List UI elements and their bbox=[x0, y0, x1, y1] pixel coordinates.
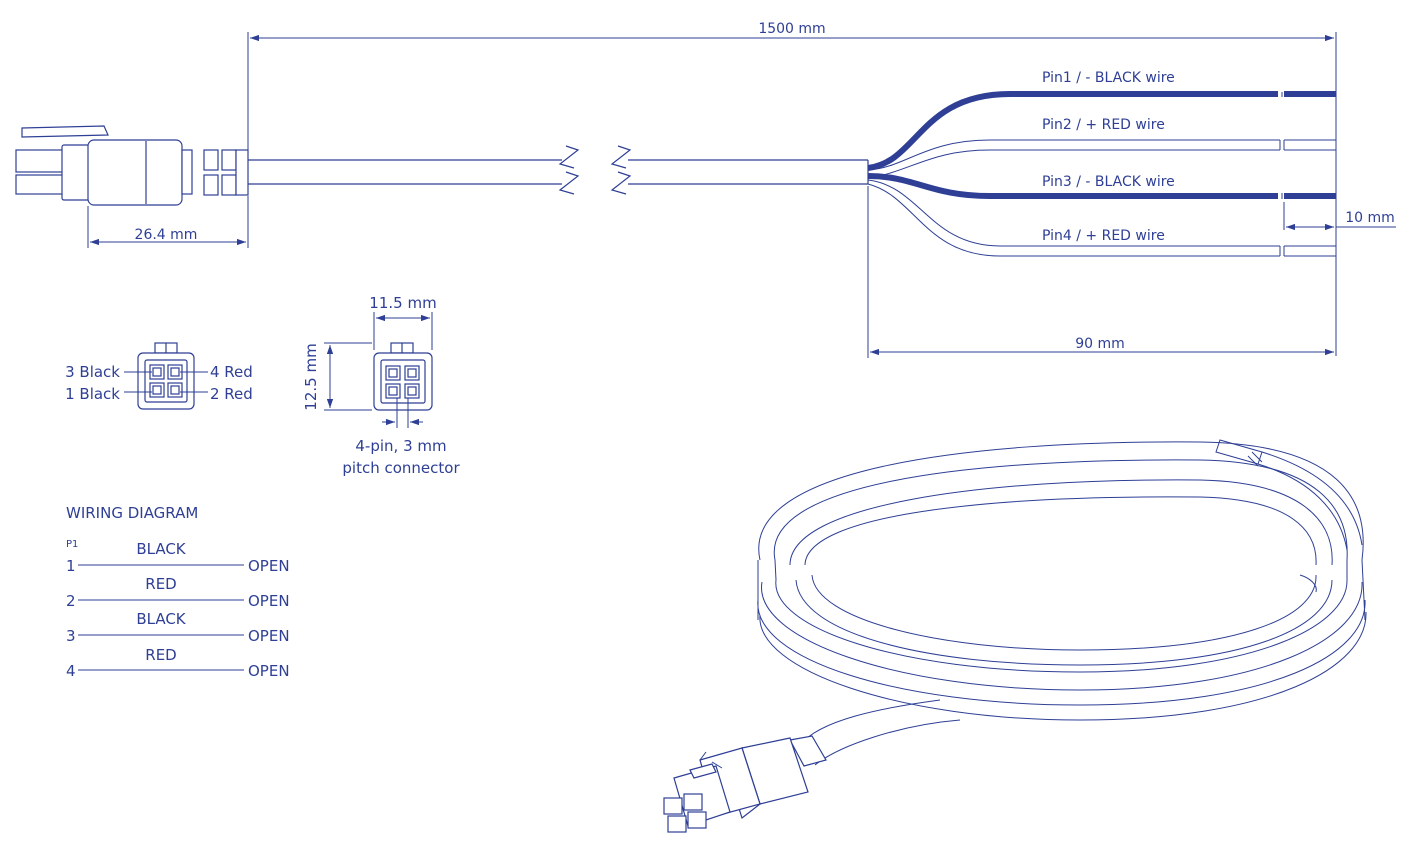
pinout-3: 3 Black bbox=[65, 363, 120, 381]
wiring-pin: 4 bbox=[66, 662, 76, 680]
dim-strip-length-label: 10 mm bbox=[1345, 210, 1395, 226]
wiring-color: RED bbox=[145, 575, 176, 593]
wiring-end: OPEN bbox=[248, 557, 290, 575]
cable-trunk bbox=[248, 145, 869, 195]
wire-pin4 bbox=[867, 179, 1336, 257]
wiring-title: WIRING DIAGRAM bbox=[66, 504, 198, 522]
wiring-color: RED bbox=[145, 646, 176, 664]
wiring-pin: 1 bbox=[66, 557, 76, 575]
wiring-color: BLACK bbox=[136, 540, 186, 558]
wire-pin2 bbox=[867, 139, 1336, 179]
dim-connector-length: 26.4 mm bbox=[87, 196, 249, 248]
wiring-row: 3 BLACK OPEN bbox=[66, 610, 290, 645]
wiring-pin: 3 bbox=[66, 627, 76, 645]
dim-breakout-length-label: 90 mm bbox=[1075, 336, 1125, 352]
dim-face-width: 11.5 mm bbox=[369, 294, 436, 312]
label-pin1: Pin1 / - BLACK wire bbox=[1042, 70, 1175, 86]
breakout-wires bbox=[867, 91, 1336, 257]
caption-line1: 4-pin, 3 mm bbox=[355, 437, 446, 455]
connector-side-view bbox=[15, 125, 249, 206]
label-pin3: Pin3 / - BLACK wire bbox=[1042, 174, 1175, 190]
side-view: Pin1 / - BLACK wire Pin2 / + RED wire Pi… bbox=[15, 21, 1396, 358]
dim-connector-length-label: 26.4 mm bbox=[135, 227, 198, 243]
wire-pin1 bbox=[867, 91, 1278, 171]
wire-pin3 bbox=[867, 173, 1278, 199]
label-pin2: Pin2 / + RED wire bbox=[1042, 117, 1165, 133]
wiring-row: 4 RED OPEN bbox=[66, 646, 290, 680]
dim-total-length-label: 1500 mm bbox=[758, 21, 825, 37]
pinout-2: 2 Red bbox=[210, 385, 253, 403]
pinout-4: 4 Red bbox=[210, 363, 253, 381]
dim-strip-length: 10 mm bbox=[1283, 202, 1396, 231]
connector-face-dimensioned: 11.5 mm 12.5 mm 4-pin, 3 mm pitch connec… bbox=[302, 294, 460, 477]
wiring-end: OPEN bbox=[248, 662, 290, 680]
coiled-cable-illustration bbox=[663, 439, 1367, 833]
dim-face-height: 12.5 mm bbox=[302, 343, 320, 410]
connector-face-pinout: 3 Black 4 Red 1 Black 2 Red bbox=[65, 342, 253, 410]
wiring-pin: 2 bbox=[66, 592, 76, 610]
dim-total-length: 1500 mm bbox=[247, 21, 1337, 356]
connector-3d bbox=[663, 735, 827, 833]
wiring-row: 2 RED OPEN bbox=[66, 575, 290, 610]
wiring-end: OPEN bbox=[248, 627, 290, 645]
caption-line2: pitch connector bbox=[342, 459, 460, 477]
wiring-header: P1 bbox=[66, 539, 78, 550]
dim-breakout-length: 90 mm bbox=[867, 186, 1334, 358]
label-pin4: Pin4 / + RED wire bbox=[1042, 228, 1165, 244]
pinout-1: 1 Black bbox=[65, 385, 120, 403]
wiring-color: BLACK bbox=[136, 610, 186, 628]
wiring-row: 1 BLACK OPEN bbox=[66, 540, 290, 575]
wiring-diagram: WIRING DIAGRAM P1 1 BLACK OPEN 2 RED OPE… bbox=[66, 504, 290, 680]
wiring-end: OPEN bbox=[248, 592, 290, 610]
